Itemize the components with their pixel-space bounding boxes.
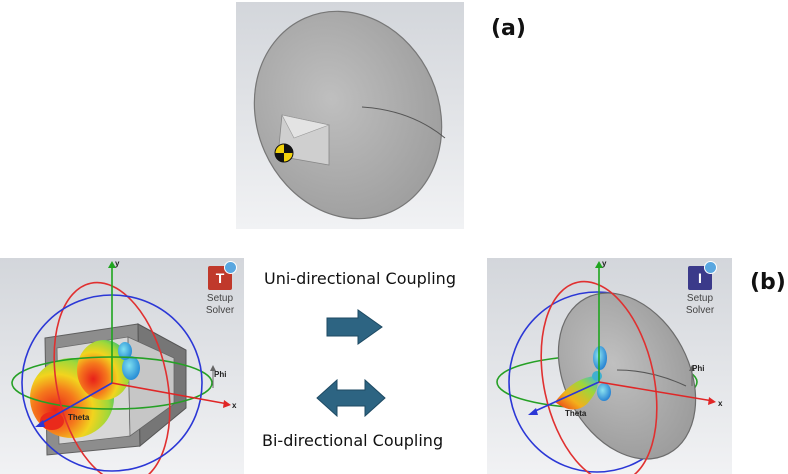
label-a: (a) [491,16,526,41]
uni-coupling-caption: Uni-directional Coupling [264,269,456,288]
y-axis-label: y [115,259,120,268]
side-lobe [122,356,140,380]
setup-label: Setup [206,293,234,304]
setup-solver-button[interactable]: I Setup Solver [678,261,722,317]
side-lobe [593,346,607,370]
setup-solver-icon: I [688,261,717,290]
reflector-panel [236,2,464,229]
theta-ring [540,280,658,474]
y-axis-label: y [602,259,607,268]
x-axis [111,382,229,405]
phi-label: Phi [692,364,704,373]
theta-ring [53,281,171,474]
bi-directional-arrow-icon [316,379,386,417]
uni-directional-arrow-icon [326,309,383,345]
setup-solver-icon: T [208,261,237,290]
horn-farfield-panel: y x Phi Theta T Setup Solver [0,258,244,474]
phi-label: Phi [214,370,226,379]
solver-label: Solver [205,305,235,316]
reflector-dish [253,10,443,220]
setup-solver-button[interactable]: T Setup Solver [198,261,242,317]
feed-marker-icon [274,143,294,163]
reflector-farfield-panel: y x Phi Theta I Setup Solver [487,258,732,474]
setup-label: Setup [686,293,714,304]
x-axis [598,381,714,402]
x-axis-label: x [232,401,237,410]
x-axis-label: x [718,399,723,408]
label-b: (b) [750,270,786,295]
solver-label: Solver [685,305,715,316]
theta-label: Theta [565,409,587,418]
bi-coupling-caption: Bi-directional Coupling [262,431,444,450]
theta-label: Theta [68,413,90,422]
